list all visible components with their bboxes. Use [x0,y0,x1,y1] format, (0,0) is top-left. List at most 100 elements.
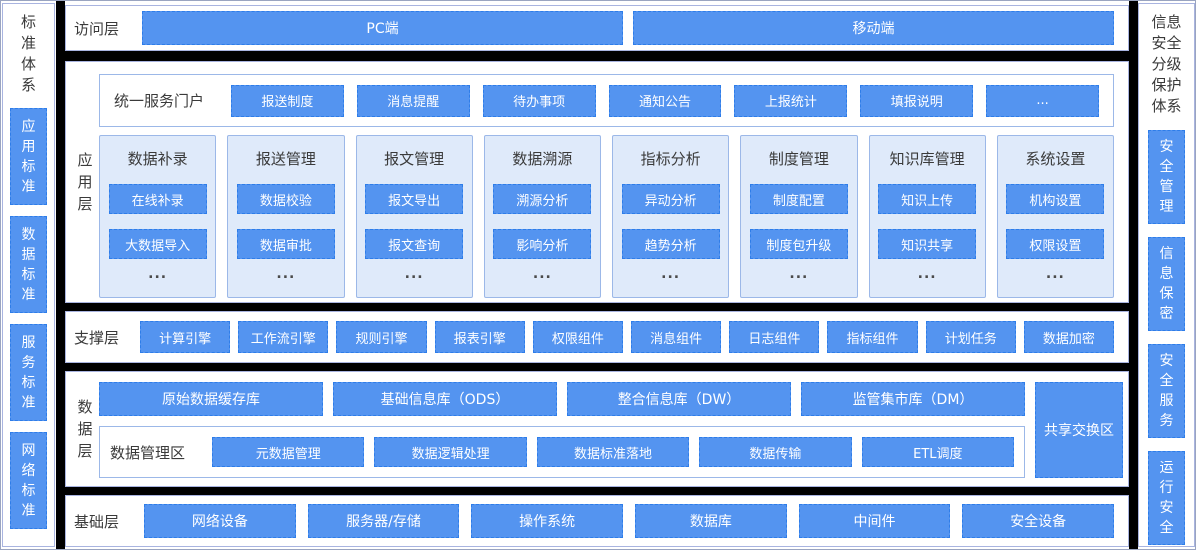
portal-item-more: ... [986,84,1100,117]
module-more: ... [148,266,168,282]
module-item: 在线补录 [108,184,207,214]
data-management-label: 数据管理区 [110,443,186,462]
module-item: 制度包升级 [749,229,848,259]
security-sidebar: 信息安全分级保护体系 安全管理 信息保密 安全服务 运行安全 [1138,3,1195,547]
data-stores-row: 原始数据缓存库 基础信息库（ODS） 整合信息库（DW） 监管集市库（DM） [99,382,1025,416]
application-layer-section: 应用层 统一服务门户 报送制度 消息提醒 待办事项 通知公告 上报统计 填报说明… [65,61,1129,303]
security-item-service: 安全服务 [1148,344,1185,438]
data-management-zone: 数据管理区 元数据管理 数据逻辑处理 数据标准落地 数据传输 ETL调度 [99,426,1025,478]
standard-item-application: 应用标准 [10,108,47,205]
store-dm: 监管集市库（DM） [801,382,1025,416]
application-modules: 数据补录 在线补录 大数据导入 ... 报送管理 数据校验 数据审批 ... 报… [99,135,1114,298]
infra-block: 操作系统 [471,504,624,538]
support-block: 数据加密 [1023,321,1115,353]
module-title: 数据溯源 [512,150,573,168]
infra-block: 数据库 [635,504,787,538]
module-data-tracing: 数据溯源 溯源分析 影响分析 ... [483,135,601,298]
portal-item: 上报统计 [734,84,848,117]
layer-separator [65,303,1129,311]
module-item: 报文查询 [365,229,464,259]
store-raw-cache: 原始数据缓存库 [99,382,323,416]
access-layer-label: 访问层 [74,19,120,38]
module-more: ... [789,266,809,282]
support-block: 日志组件 [729,321,820,353]
portal-item: 通知公告 [608,84,722,117]
infra-block: 中间件 [798,504,951,538]
security-item-operation: 运行安全 [1148,451,1185,545]
module-title: 数据补录 [127,150,188,168]
module-title: 知识库管理 [889,150,965,168]
support-block: 计算引擎 [140,321,231,353]
separator-left [56,1,65,549]
module-title: 报送管理 [255,150,316,168]
module-message-mgmt: 报文管理 报文导出 报文查询 ... [355,135,473,298]
module-title: 制度管理 [768,150,829,168]
layer-separator [65,363,1129,371]
module-item: 知识共享 [878,229,977,259]
support-block: 报表引擎 [434,321,525,353]
support-block: 权限组件 [532,321,624,353]
module-system-settings: 系统设置 机构设置 权限设置 ... [996,135,1114,298]
support-block: 计划任务 [925,321,1016,353]
module-item: 报文导出 [365,184,464,214]
module-title: 系统设置 [1025,150,1086,168]
separator-right [1129,1,1138,549]
standard-item-data: 数据标准 [10,216,47,313]
module-more: ... [532,266,552,282]
layer-separator [65,487,1129,495]
module-more: ... [661,266,681,282]
access-layer-section: 访问层 PC端 移动端 [65,5,1129,51]
module-title: 指标分析 [640,150,701,168]
infra-block: 服务器/存储 [307,504,460,538]
infrastructure-layer-label: 基础层 [74,512,120,531]
module-item: 权限设置 [1006,229,1105,259]
standard-item-network: 网络标准 [10,432,47,529]
module-report-submission: 报送管理 数据校验 数据审批 ... [227,135,345,298]
module-item: 大数据导入 [108,229,207,259]
module-indicator-analysis: 指标分析 异动分析 趋势分析 ... [612,135,730,298]
support-layer-label: 支撑层 [74,328,120,347]
portal-item: 报送制度 [231,84,344,117]
module-data-backfill: 数据补录 在线补录 大数据导入 ... [99,135,217,298]
store-dw: 整合信息库（DW） [567,382,791,416]
support-block: 工作流引擎 [238,321,329,353]
mgmt-item: 数据标准落地 [536,437,690,467]
infra-block: 安全设备 [962,504,1115,538]
mgmt-item: 元数据管理 [212,437,365,467]
module-item: 知识上传 [878,184,977,214]
module-title: 报文管理 [384,150,445,168]
module-item: 制度配置 [749,184,848,214]
module-item: 机构设置 [1006,184,1105,214]
infrastructure-layer-section: 基础层 网络设备 服务器/存储 操作系统 数据库 中间件 安全设备 [65,495,1129,547]
support-block: 规则引擎 [336,321,427,353]
portal-item: 待办事项 [482,84,596,117]
support-layer-section: 支撑层 计算引擎 工作流引擎 规则引擎 报表引擎 权限组件 消息组件 日志组件 … [65,311,1129,363]
portal-label: 统一服务门户 [114,92,205,110]
module-more: ... [1045,266,1065,282]
security-item-confidentiality: 信息保密 [1148,237,1185,331]
mgmt-item: 数据逻辑处理 [374,437,527,467]
standards-sidebar: 标准体系 应用标准 数据标准 服务标准 网络标准 [2,3,55,547]
portal-item: 填报说明 [860,84,974,117]
module-item: 趋势分析 [621,229,720,259]
application-layer-label: 应用层 [77,151,93,213]
module-item: 溯源分析 [493,184,592,214]
standards-sidebar-title: 标准体系 [20,13,36,94]
shared-exchange-zone: 共享交换区 [1035,382,1123,478]
unified-service-portal: 统一服务门户 报送制度 消息提醒 待办事项 通知公告 上报统计 填报说明 ... [99,74,1114,127]
support-block: 指标组件 [827,321,918,353]
module-regulation-mgmt: 制度管理 制度配置 制度包升级 ... [740,135,858,298]
security-sidebar-title: 信息安全分级保护体系 [1151,13,1182,115]
module-more: ... [276,266,296,282]
module-more: ... [404,266,424,282]
access-block-pc: PC端 [142,11,623,45]
mgmt-item: ETL调度 [861,437,1015,467]
module-knowledge-base: 知识库管理 知识上传 知识共享 ... [868,135,986,298]
module-item: 异动分析 [621,184,720,214]
security-item-management: 安全管理 [1148,130,1185,224]
main-diagram-area: 访问层 PC端 移动端 应用层 统一服务门户 报送制度 消息提醒 待办事项 通知… [65,1,1129,549]
module-item: 数据校验 [236,184,335,214]
data-layer-section: 数据层 原始数据缓存库 基础信息库（ODS） 整合信息库（DW） 监管集市库（D… [65,371,1129,487]
support-block: 消息组件 [631,321,722,353]
